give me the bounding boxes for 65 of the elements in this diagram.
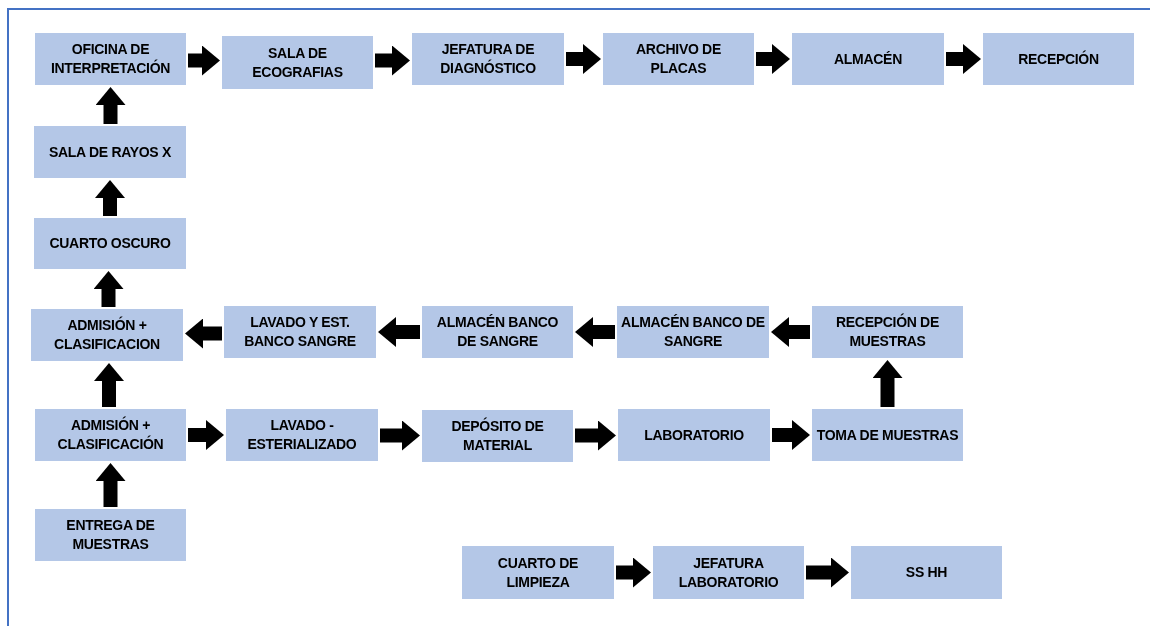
box-label: LAVADO - ESTERIALIZADO	[246, 416, 358, 454]
block-arrow	[188, 45, 220, 76]
block-arrow	[771, 317, 810, 347]
block-arrow	[616, 557, 651, 588]
block-arrow	[95, 180, 125, 216]
box-label: RECEPCIÓN DE MUESTRAS	[835, 313, 940, 351]
box-label: SALA DE ECOGRAFIAS	[251, 43, 344, 82]
block-arrow	[872, 360, 903, 407]
process-box	[653, 546, 804, 599]
block-arrow	[93, 271, 124, 307]
process-box	[34, 126, 186, 178]
box-label: JEFATURA LABORATORIO	[677, 553, 780, 592]
process-box	[222, 36, 373, 89]
box-label: DEPÓSITO DE MATERIAL	[450, 417, 545, 455]
box-label: SALA DE RAYOS X	[48, 142, 172, 162]
process-box	[462, 546, 614, 599]
box-label: ADMISIÓN + CLASIFICACION	[53, 316, 161, 354]
box-label: ADMISIÓN + CLASIFICACIÓN	[56, 416, 165, 454]
block-arrow	[95, 87, 126, 124]
process-box	[412, 33, 564, 85]
process-box	[35, 33, 186, 85]
block-arrow	[946, 44, 981, 74]
box-label: CUARTO DE LIMPIEZA	[496, 553, 580, 592]
block-arrow	[806, 557, 849, 588]
process-box	[983, 33, 1134, 85]
box-label: ALMACÉN	[834, 49, 902, 69]
box-label: JEFATURA DE DIAGNÓSTICO	[439, 40, 537, 78]
box-label: TOMA DE MUESTRAS	[816, 425, 959, 445]
process-box	[422, 410, 573, 462]
block-arrow	[575, 317, 615, 347]
process-box	[31, 309, 183, 361]
block-arrow	[566, 44, 601, 74]
process-box	[35, 409, 186, 461]
process-box	[34, 218, 186, 269]
box-label: ARCHIVO DE PLACAS	[635, 40, 722, 78]
block-arrow	[575, 420, 616, 451]
block-arrow	[378, 317, 420, 347]
box-label: ALMACÉN BANCO DE SANGRE	[435, 313, 560, 351]
process-box	[224, 306, 376, 358]
block-arrow	[95, 463, 126, 507]
box-label: CUARTO OSCURO	[49, 234, 171, 253]
block-arrow	[375, 45, 410, 76]
block-arrow	[772, 420, 810, 450]
process-box	[617, 306, 769, 358]
box-label: ALMACÉN BANCO DE SANGRE	[621, 313, 765, 351]
process-box	[618, 409, 770, 461]
box-label: RECEPCIÓN	[1018, 49, 1099, 69]
process-box	[792, 33, 944, 85]
process-box	[851, 546, 1002, 599]
process-box	[812, 306, 963, 358]
process-box	[35, 509, 186, 561]
process-box	[226, 409, 378, 461]
process-box	[603, 33, 754, 85]
block-arrow	[380, 420, 420, 451]
box-label: OFICINA DE INTERPRETACIÓN	[49, 40, 172, 78]
box-label: ENTREGA DE MUESTRAS	[65, 516, 156, 554]
process-box	[812, 409, 963, 461]
block-arrow	[188, 420, 224, 450]
block-arrow	[756, 44, 790, 74]
block-arrow	[185, 318, 222, 349]
box-label: LAVADO Y EST. BANCO SANGRE	[243, 313, 357, 351]
block-arrow	[94, 363, 124, 407]
box-label: SS HH	[905, 563, 948, 582]
process-box	[422, 306, 573, 358]
box-label: LABORATORIO	[644, 425, 744, 445]
